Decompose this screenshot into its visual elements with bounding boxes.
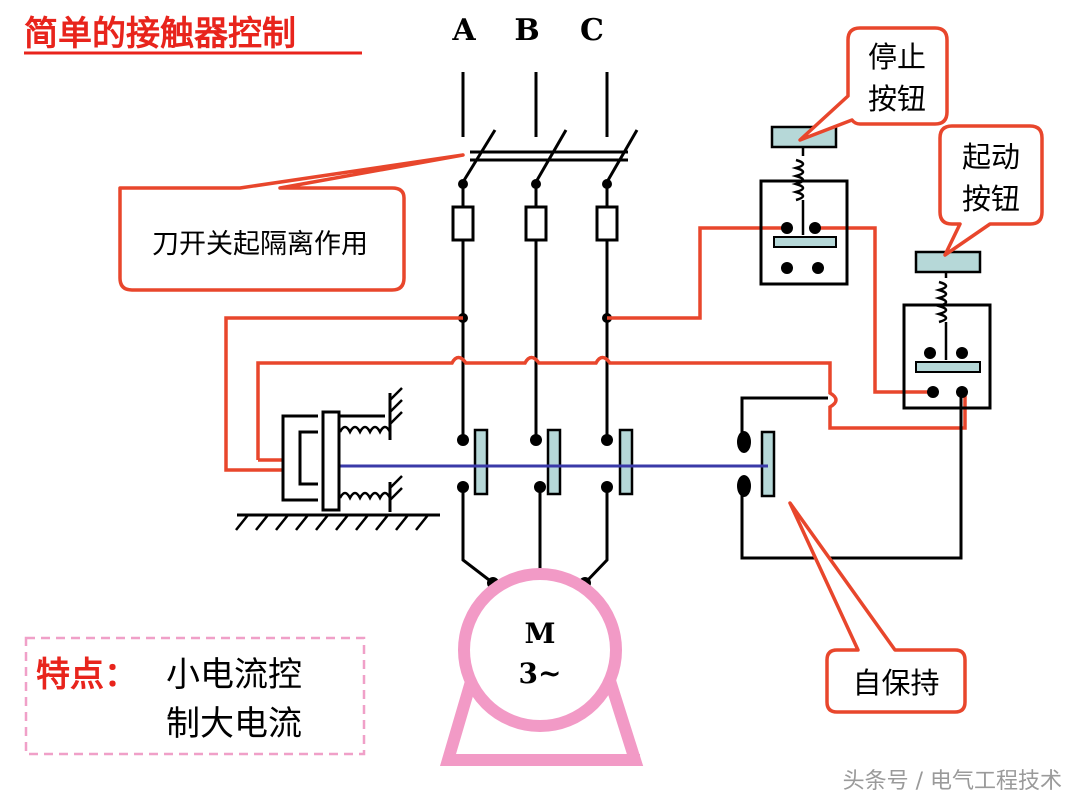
power-junctions	[457, 313, 613, 493]
control-wiring	[224, 226, 967, 472]
self-holding-circuit	[740, 396, 963, 560]
start-button	[902, 250, 992, 410]
features-box: 特点： 小电流控 制大电流	[24, 636, 366, 756]
diagram-title: 简单的接触器控制	[24, 14, 296, 54]
phase-label-c: C	[580, 13, 604, 48]
motor-leads	[461, 487, 609, 585]
motor: M 3~	[439, 568, 644, 766]
phase-label-b: B	[514, 13, 539, 48]
contactor-coil	[235, 387, 440, 531]
callout-stop-button: 停止 按钮	[798, 26, 949, 142]
motor-label-m: M	[525, 617, 556, 650]
callout-start-button: 起动 按钮	[938, 124, 1044, 257]
features-line2: 制大电流	[166, 704, 302, 744]
aux-contact-dots	[737, 431, 751, 497]
phase-label-a: A	[451, 13, 476, 48]
callout-knife-switch: 刀开关起隔离作用	[118, 153, 465, 292]
motor-housing	[458, 568, 622, 732]
features-line1: 小电流控	[166, 655, 302, 695]
stop-button	[759, 125, 849, 286]
features-label: 特点：	[36, 655, 138, 695]
callout-start-line1: 起动	[962, 140, 1020, 174]
callout-self-hold: 自保持	[788, 501, 967, 714]
fuses	[451, 184, 619, 440]
callout-stop-line2: 按钮	[868, 82, 926, 116]
watermark: 头条号 / 电气工程技术	[843, 769, 1062, 794]
incoming-power-lines	[461, 72, 609, 137]
callout-knife-switch-text: 刀开关起隔离作用	[152, 229, 368, 260]
knife-switch	[461, 129, 639, 183]
main-contacts	[473, 428, 776, 498]
callout-stop-line1: 停止	[868, 40, 926, 74]
callout-start-line2: 按钮	[962, 182, 1020, 216]
motor-label-phase: 3~	[519, 657, 562, 690]
callout-self-hold-text: 自保持	[852, 666, 939, 700]
